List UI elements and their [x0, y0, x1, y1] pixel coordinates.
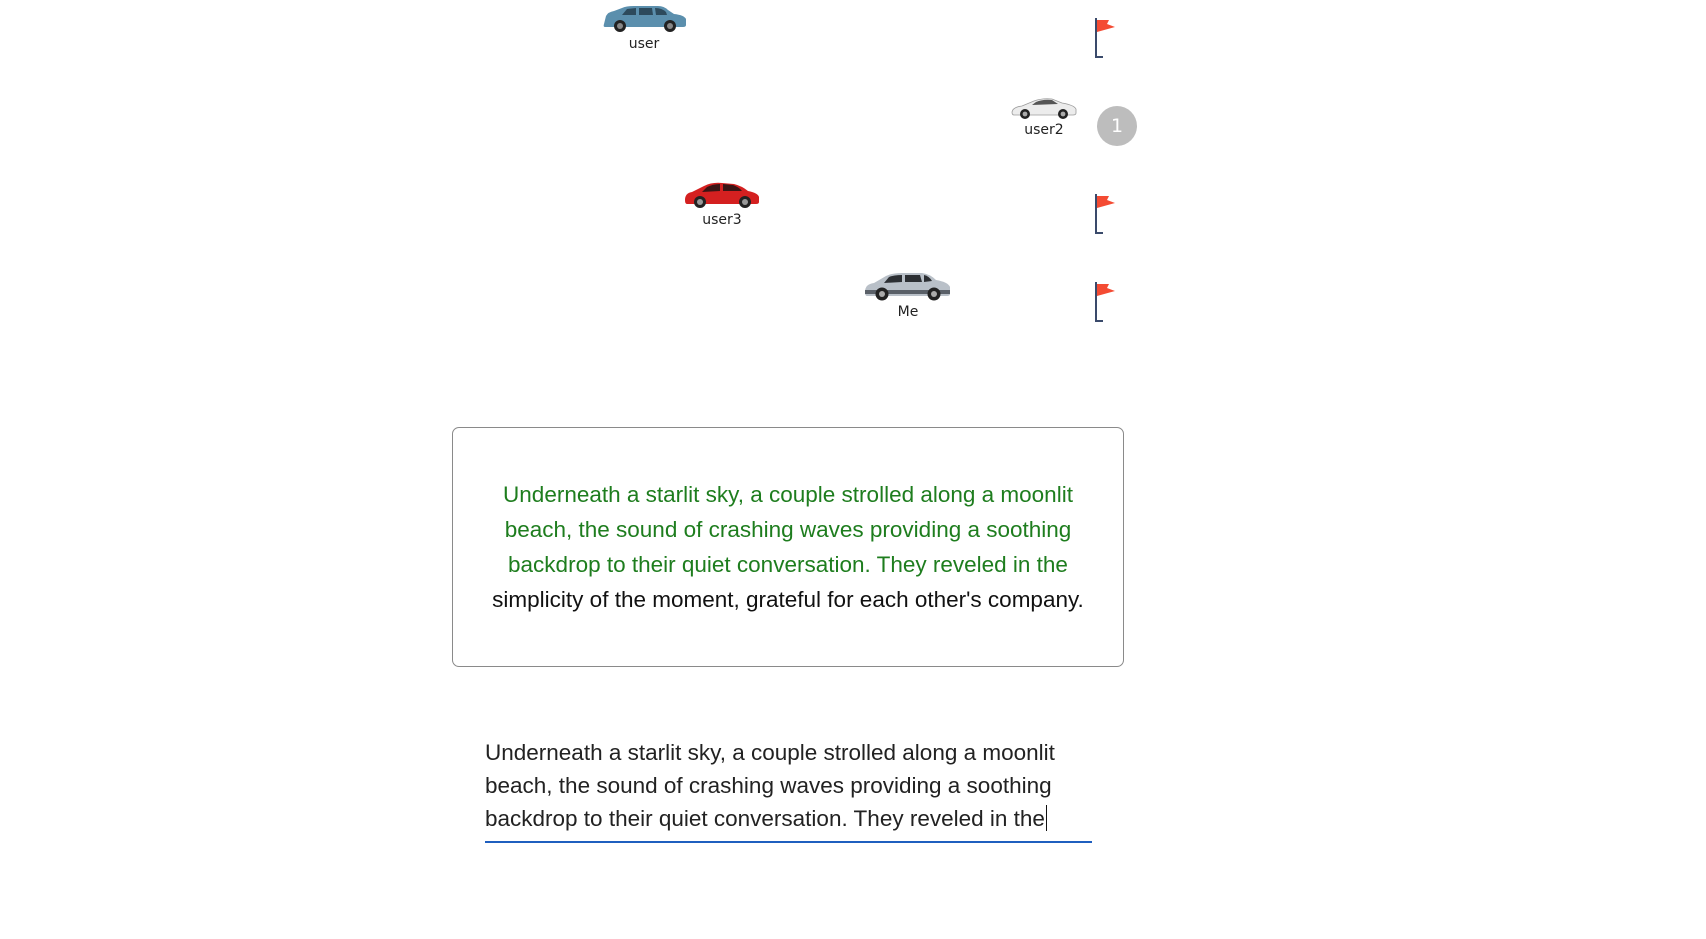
flag-icon	[1093, 16, 1119, 60]
racer-name: user3	[702, 212, 742, 228]
finish-rank-badge: 1	[1097, 106, 1137, 146]
flag-icon	[1093, 280, 1119, 324]
racer-user3: user3	[682, 180, 762, 228]
racer-user: user	[600, 4, 688, 52]
prompt-remaining-text: simplicity of the moment, grateful for e…	[492, 587, 1084, 612]
racer-name: user2	[1024, 122, 1064, 138]
hatchback-car-icon	[682, 180, 762, 210]
race-track: user user2	[0, 0, 1706, 360]
crossover-car-icon	[862, 270, 954, 302]
racer-user2: user2	[1010, 96, 1078, 138]
typing-input-value: Underneath a starlit sky, a couple strol…	[485, 740, 1055, 831]
racer-me: Me	[862, 270, 954, 320]
prompt-typed-text: Underneath a starlit sky, a couple strol…	[503, 482, 1073, 577]
text-caret	[1045, 805, 1047, 831]
typing-input[interactable]: Underneath a starlit sky, a couple strol…	[485, 736, 1092, 843]
flag-icon	[1093, 192, 1119, 236]
sports-car-icon	[1010, 96, 1078, 120]
prompt-passage-box: Underneath a starlit sky, a couple strol…	[452, 427, 1124, 667]
racer-name: Me	[897, 304, 919, 320]
racer-name: user	[628, 36, 660, 52]
prompt-passage: Underneath a starlit sky, a couple strol…	[483, 477, 1093, 617]
suv-car-icon	[600, 4, 688, 34]
rank-number: 1	[1110, 115, 1124, 137]
